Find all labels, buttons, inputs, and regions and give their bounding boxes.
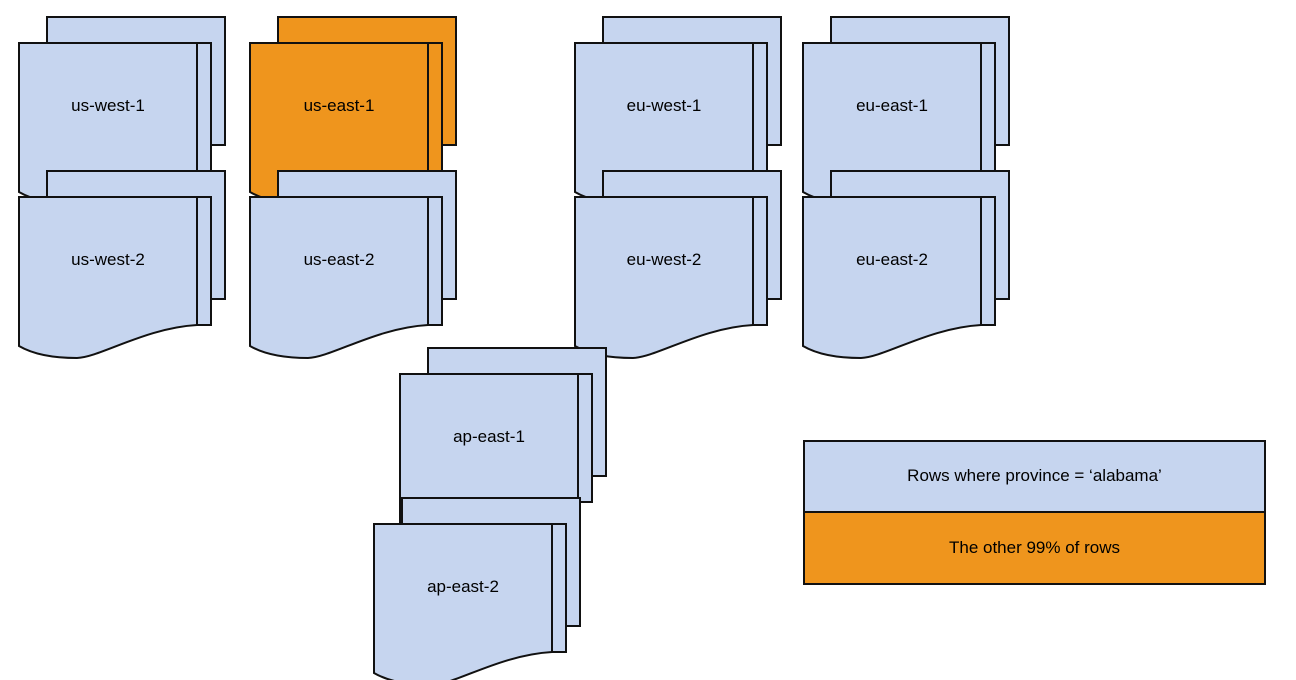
document-stack-us-west-1[interactable] bbox=[18, 16, 226, 206]
stack-sheet-front bbox=[249, 196, 429, 360]
document-stack-us-east-1[interactable] bbox=[249, 16, 457, 206]
stack-sheet-front bbox=[574, 196, 754, 360]
document-stack-us-west-2[interactable] bbox=[18, 170, 226, 360]
document-stack-us-east-2[interactable] bbox=[249, 170, 457, 360]
document-stack-ap-east-2[interactable] bbox=[373, 497, 581, 680]
document-stack-eu-west-1[interactable] bbox=[574, 16, 782, 206]
legend-row-orange: The other 99% of rows bbox=[805, 512, 1264, 583]
document-stack-eu-east-1[interactable] bbox=[802, 16, 1010, 206]
document-stack-ap-east-1[interactable] bbox=[399, 347, 607, 537]
stack-sheet-front bbox=[373, 523, 553, 680]
legend-row-blue: Rows where province = ‘alabama’ bbox=[805, 442, 1264, 513]
document-stack-eu-west-2[interactable] bbox=[574, 170, 782, 360]
stack-sheet-front bbox=[802, 196, 982, 360]
stack-sheet-front bbox=[18, 196, 198, 360]
document-stack-eu-east-2[interactable] bbox=[802, 170, 1010, 360]
legend-box: Rows where province = ‘alabama’ The othe… bbox=[803, 440, 1266, 585]
